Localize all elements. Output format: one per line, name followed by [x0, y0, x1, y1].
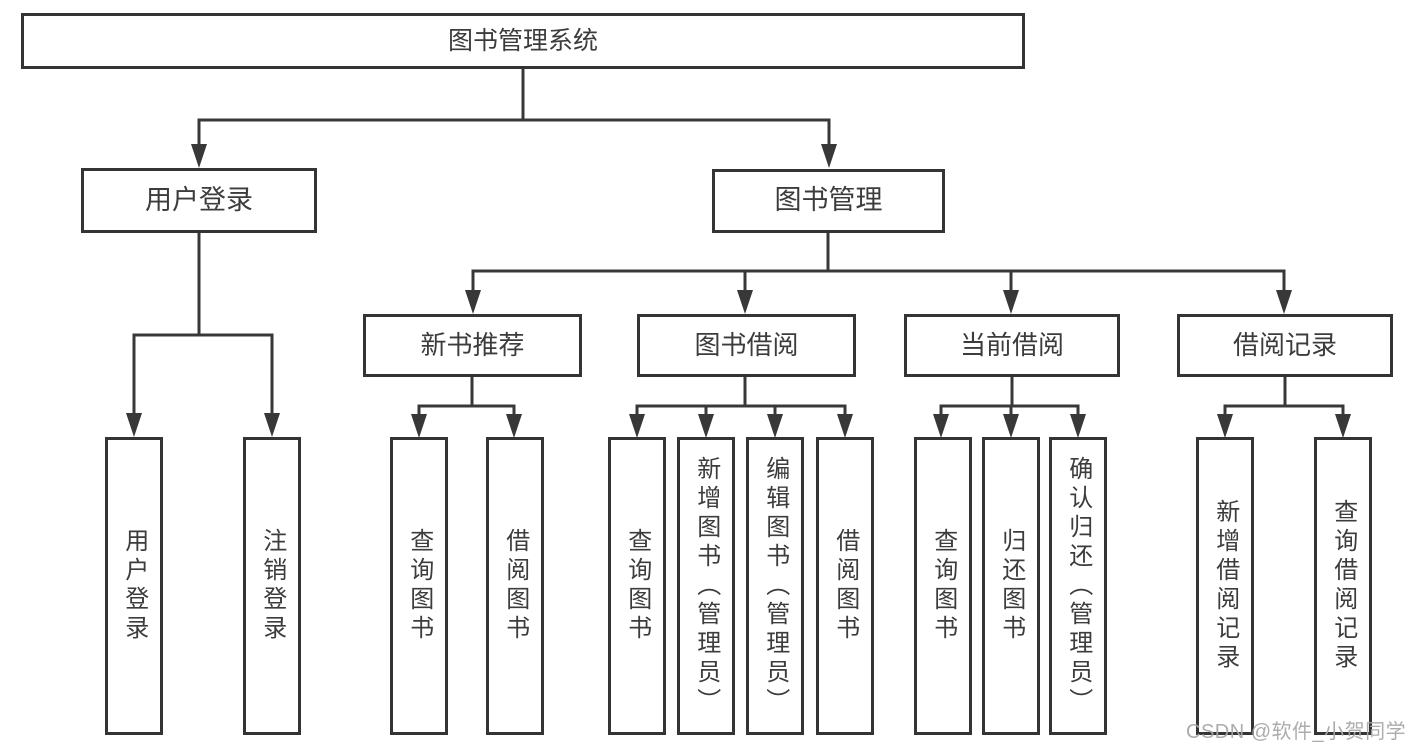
node-book-borrowing-label: 图书借阅	[694, 329, 799, 360]
node-book-borrowing: 图书借阅	[637, 314, 856, 377]
leaf-query-books-3: 查询图书	[914, 437, 972, 735]
watermark: CSDN @软件_小贺同学	[1186, 721, 1405, 743]
node-book-management-label: 图书管理	[774, 185, 883, 216]
leaf-borrow-books-1: 借阅图书	[486, 437, 544, 735]
node-new-book-recommend: 新书推荐	[363, 314, 582, 377]
leaf-query-borrow-record-label: 查询借阅记录	[1329, 499, 1357, 673]
leaf-add-borrow-record: 新增借阅记录	[1196, 437, 1254, 735]
leaf-borrow-books-1-label: 借阅图书	[501, 528, 529, 644]
arrowheads	[126, 144, 1351, 438]
node-current-borrowing: 当前借阅	[904, 314, 1120, 377]
node-book-management: 图书管理	[712, 169, 945, 233]
node-new-book-recommend-label: 新书推荐	[420, 329, 525, 360]
leaf-borrow-books-2-label: 借阅图书	[831, 528, 859, 644]
leaf-edit-books-admin-label: 编辑图书（管理员）	[761, 455, 789, 717]
leaf-query-books-1: 查询图书	[390, 437, 448, 735]
leaf-query-books-1-label: 查询图书	[405, 528, 433, 644]
leaf-add-borrow-record-label: 新增借阅记录	[1211, 499, 1239, 673]
leaf-query-books-2-label: 查询图书	[623, 528, 651, 644]
leaf-user-login: 用户登录	[105, 437, 163, 735]
leaf-add-books-admin: 新增图书（管理员）	[677, 437, 735, 735]
leaf-logout-label: 注销登录	[258, 528, 286, 644]
node-current-borrowing-label: 当前借阅	[959, 329, 1064, 360]
leaf-return-books-label: 归还图书	[997, 528, 1025, 644]
leaf-confirm-return-admin-label: 确认归还（管理员）	[1064, 455, 1092, 717]
leaf-confirm-return-admin: 确认归还（管理员）	[1049, 437, 1107, 735]
leaf-query-borrow-record: 查询借阅记录	[1314, 437, 1372, 735]
leaf-borrow-books-2: 借阅图书	[816, 437, 874, 735]
leaf-user-login-label: 用户登录	[120, 528, 148, 644]
leaf-query-books-3-label: 查询图书	[929, 528, 957, 644]
leaf-query-books-2: 查询图书	[608, 437, 666, 735]
leaf-return-books: 归还图书	[982, 437, 1040, 735]
node-borrowing-records-label: 借阅记录	[1232, 329, 1337, 360]
node-borrowing-records: 借阅记录	[1177, 314, 1393, 377]
leaf-logout: 注销登录	[243, 437, 301, 735]
node-user-login-label: 用户登录	[145, 184, 253, 215]
leaf-add-books-admin-label: 新增图书（管理员）	[692, 455, 720, 717]
node-root-label: 图书管理系统	[447, 26, 598, 55]
node-user-login: 用户登录	[81, 168, 317, 233]
leaf-edit-books-admin: 编辑图书（管理员）	[746, 437, 804, 735]
node-root: 图书管理系统	[21, 13, 1025, 69]
